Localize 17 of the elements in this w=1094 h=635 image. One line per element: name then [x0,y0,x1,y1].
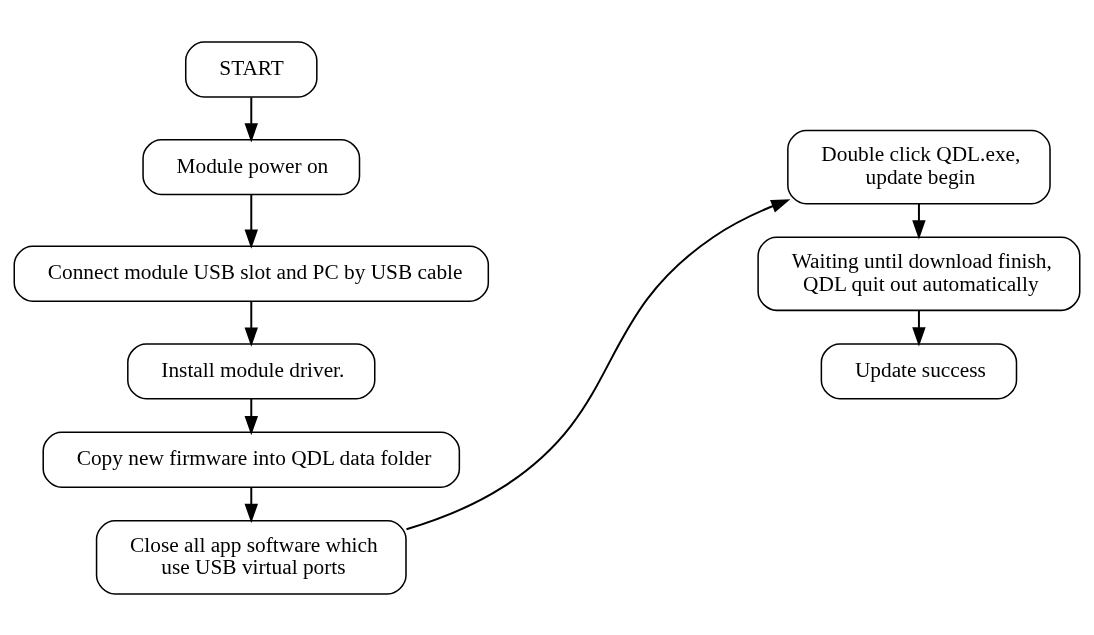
node-box: Update success [820,342,1018,400]
arrow [912,202,926,239]
node-box: START [185,40,318,98]
arrow [244,486,258,523]
node-box: Close all app software which use USB virtual ports [95,519,407,595]
arrow [244,95,258,142]
node-box: Double click QDL.exe, update begin [787,129,1051,204]
arrow [244,300,258,347]
node-box: Connect module USB slot and PC by USB cable [13,245,490,302]
node-box: Waiting until download finish, QDL quit out automatically [757,235,1081,311]
arrow [244,397,258,435]
node-box: Copy new firmware into QDL data folder [42,431,461,488]
node-box: Module power on [142,138,361,195]
arrow [405,198,791,530]
arrow [912,309,926,346]
arrow [244,193,258,249]
node-box: Install module driver. [127,342,376,400]
